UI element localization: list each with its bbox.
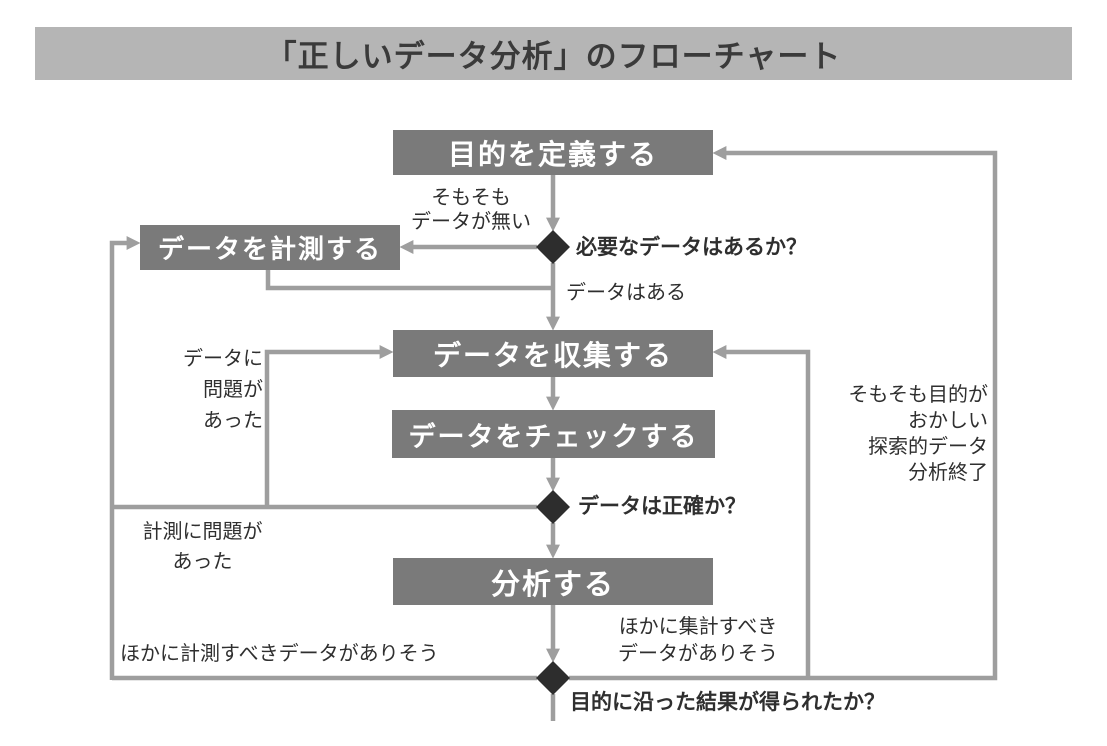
decision-label-met-purpose: 目的に沿った結果が得られたか？ [570,691,885,714]
edge-measure-to-collect [265,270,551,291]
flow-node-check-data: データをチェックする [392,410,715,458]
flow-node-define-purpose: 目的を定義する [393,130,713,175]
flow-node-analyze: 分析する [393,558,713,605]
arrow-metpurpose-to-collect [712,345,811,676]
decision-diamond-is-accurate [536,490,570,524]
arrow-leftrail-to-measure [109,236,141,680]
decision-diamond-met-purpose [536,661,570,695]
edge-label-more-to-measure: ほかに計測すべきデータがありそう [120,643,439,665]
edge-label-wrong-purpose: そもそも目的が おかしい 探索的データ 分析終了 [848,384,988,484]
edge-label-measurement-problem: 計測に問題が あった [142,521,263,573]
page-title: 「正しいデータ分析」のフローチャート [265,39,842,74]
flow-node-collect-data: データを収集する [393,330,713,377]
title-banner: 「正しいデータ分析」のフローチャート [35,27,1072,80]
edge-label-no-data: そもそも データが無い [411,187,531,233]
decision-label-has-data: 必要なデータはあるか？ [576,236,807,259]
edge-label-data-problem: データに 問題が あった [183,348,263,432]
arrow-metpurpose-to-define [569,146,998,681]
decision-diamond-has-data [536,230,570,264]
edge-label-more-to-aggregate: ほかに集計すべき データがありそう [618,616,778,665]
flow-node-measure-data: データを計測する [140,225,400,270]
decision-label-is-accurate: データは正確か？ [578,495,746,518]
arrow-dataproblem-to-collect [264,345,394,505]
edge-label-data-exists: データはある [566,282,686,304]
